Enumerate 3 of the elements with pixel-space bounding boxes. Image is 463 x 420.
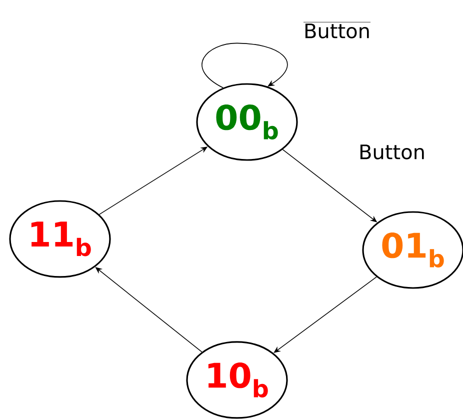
edge-label: Button xyxy=(358,144,426,160)
arrow xyxy=(202,42,288,88)
edge-label: Button xyxy=(302,20,372,40)
